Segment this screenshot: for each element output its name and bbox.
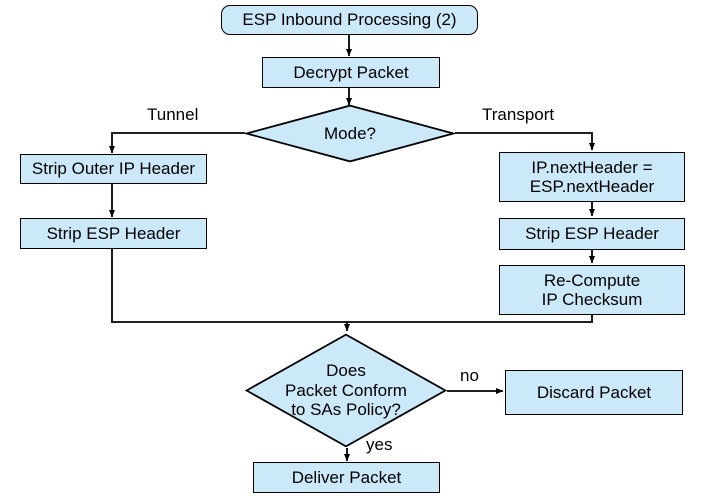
edge-strip-esp-left-to-conform	[111, 249, 347, 323]
node-deliver-packet[interactable]: Deliver Packet	[253, 462, 440, 493]
node-start-esp-inbound-processing[interactable]: ESP Inbound Processing (2)	[221, 5, 478, 35]
edge-label-yes: yes	[366, 435, 393, 454]
node-ip-nextheader-assign[interactable]: IP.nextHeader = ESP.nextHeader	[499, 152, 685, 202]
node-mode-decision[interactable]: Mode?	[245, 104, 455, 163]
edge-mode-to-strip-outer	[108, 132, 245, 154]
node-discard-packet[interactable]: Discard Packet	[505, 370, 683, 415]
node-decrypt-packet[interactable]: Decrypt Packet	[262, 57, 440, 88]
node-strip-esp-header-transport[interactable]: Strip ESP Header	[499, 218, 685, 250]
edge-label-transport: Transport	[482, 105, 555, 124]
diamond-shape-mode	[245, 104, 455, 163]
node-mode-label: Mode?	[324, 123, 376, 143]
edge-label-no: no	[460, 366, 479, 385]
node-recompute-ip-checksum[interactable]: Re-Compute IP Checksum	[499, 265, 685, 315]
node-strip-outer-ip-header[interactable]: Strip Outer IP Header	[20, 154, 207, 184]
edge-recompute-to-conform	[347, 315, 593, 323]
edge-label-tunnel: Tunnel	[147, 105, 199, 124]
diamond-shape-conform	[245, 333, 447, 448]
node-conform-decision[interactable]: Does Packet Conform to SAs Policy?	[245, 333, 447, 448]
edge-mode-to-nextheader	[455, 132, 596, 151]
node-strip-esp-header-tunnel[interactable]: Strip ESP Header	[20, 218, 207, 249]
node-conform-label: Does Packet Conform to SAs Policy?	[285, 361, 407, 420]
